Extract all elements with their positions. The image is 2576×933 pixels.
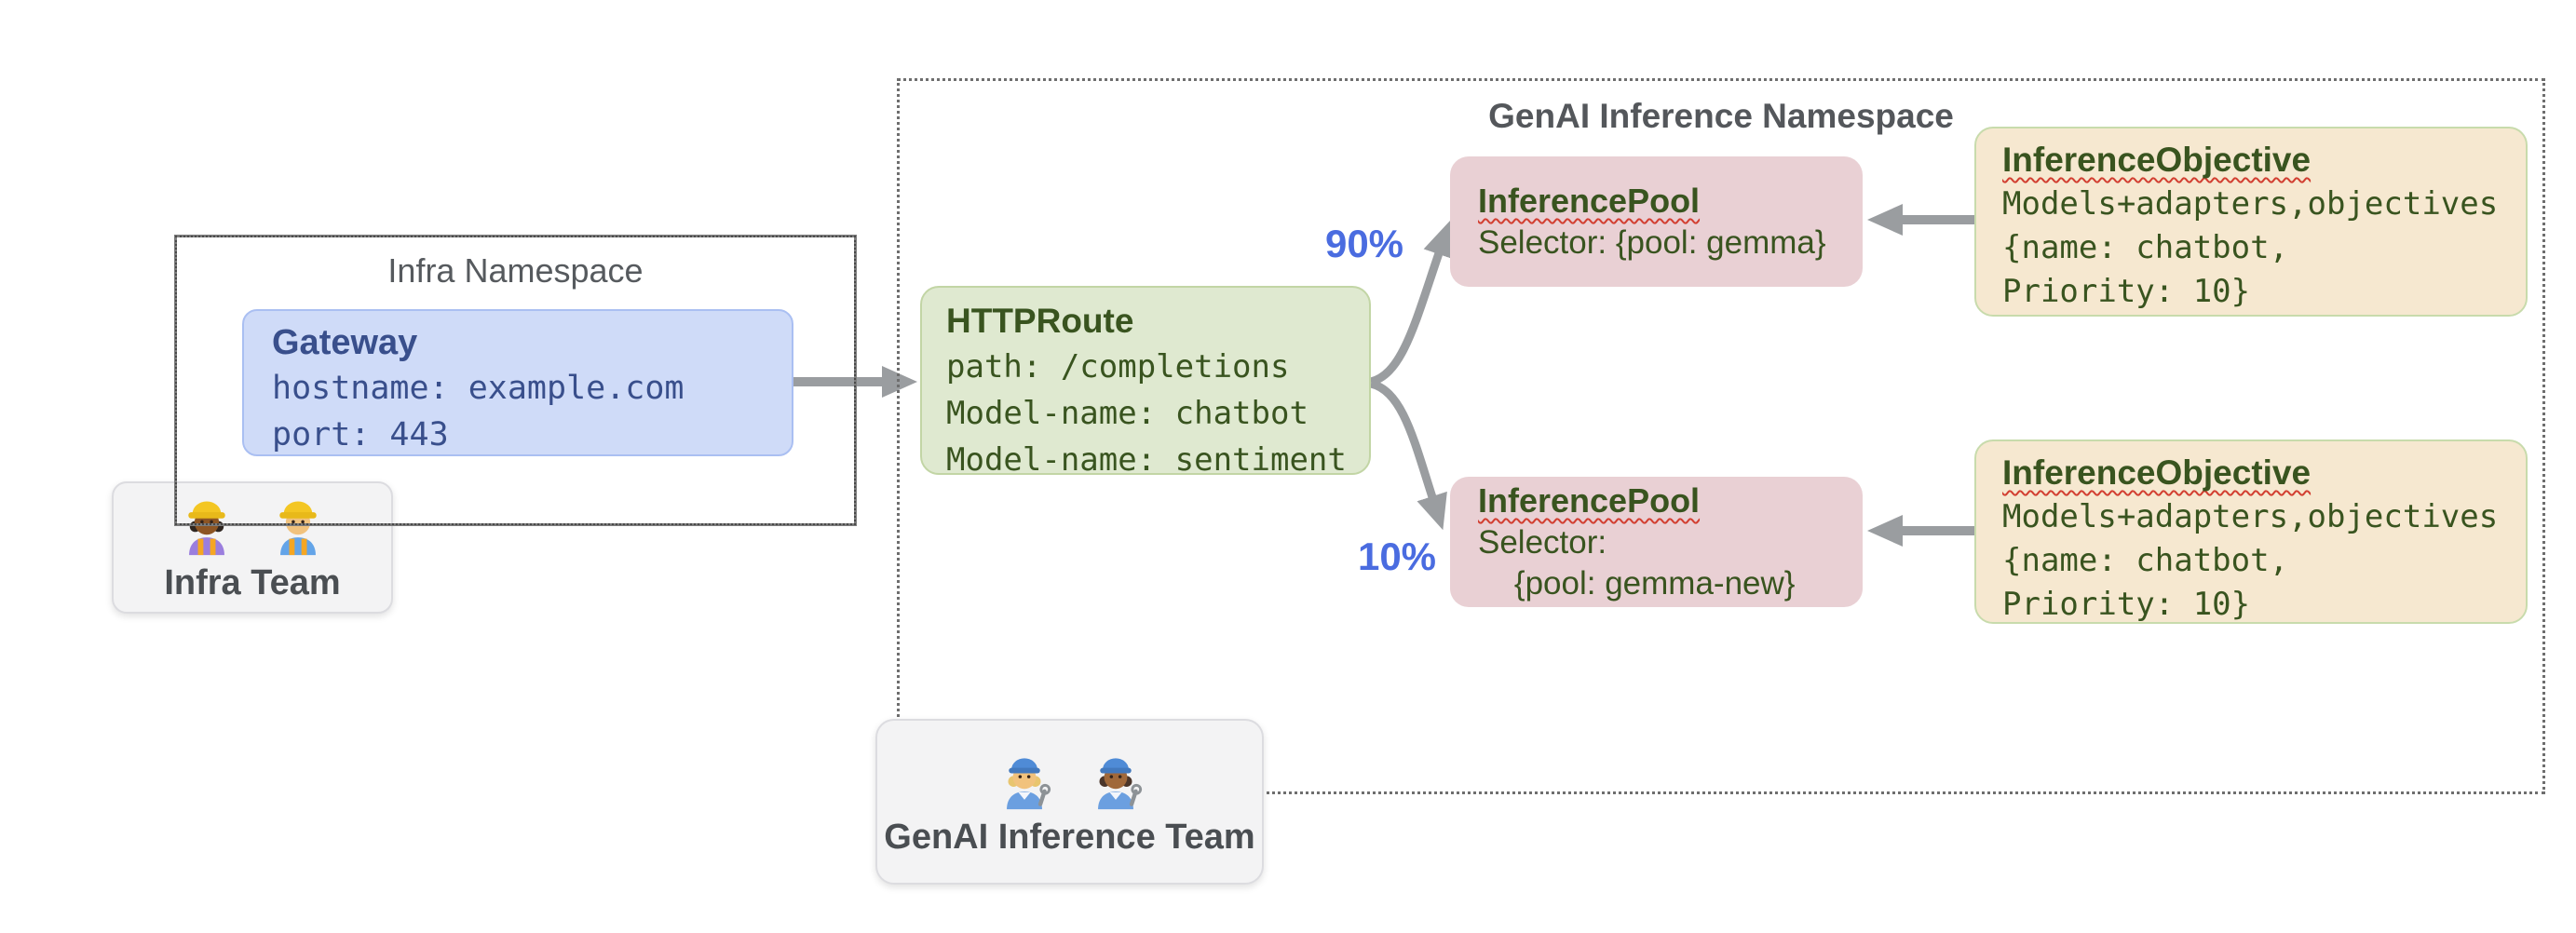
genai-team-icons — [992, 747, 1148, 812]
inference-pool-selector-lines: Selector: {pool: gemma-new} — [1478, 524, 1796, 602]
woman-mechanic-icon — [1006, 758, 1051, 810]
infra-team-icons — [174, 493, 331, 558]
wrench-icon — [1037, 783, 1051, 806]
man-construction-worker-icon — [279, 501, 317, 556]
arrow-httproute-to-pool-bottom — [1369, 379, 1447, 531]
genai-inference-team-card: GenAI Inference Team — [875, 719, 1264, 885]
inference-pool-title: InferencePool — [1478, 182, 1701, 220]
infra-team-label: Infra Team — [164, 563, 341, 602]
inference-objective-title: InferenceObjective — [2002, 141, 2312, 179]
inference-objective-lines: Models+adapters,objectives{name: chatbot… — [2002, 185, 2499, 310]
wrench-icon — [1129, 783, 1142, 806]
genai-inference-namespace-box: GenAI Inference Namespace — [897, 78, 2545, 794]
man-mechanic-icon — [1097, 758, 1142, 810]
infra-namespace-box: Infra Namespace — [174, 235, 857, 526]
inference-objective-lines: Models+adapters,objectives{name: chatbot… — [2002, 498, 2499, 623]
infra-team-card: Infra Team — [112, 481, 393, 614]
gateway-title: Gateway — [272, 323, 418, 362]
genai-inference-namespace-title: GenAI Inference Namespace — [1488, 97, 1954, 135]
infra-namespace-title: Infra Namespace — [387, 251, 644, 290]
inference-pool-gemma-new-box: InferencePool Selector: {pool: gemma-new… — [1450, 477, 1863, 607]
genai-team-label: GenAI Inference Team — [884, 818, 1255, 857]
traffic-weight-10: 10% — [1357, 534, 1437, 578]
inference-objective-title: InferenceObjective — [2002, 453, 2312, 492]
traffic-weight-90: 90% — [1324, 222, 1404, 265]
inference-objective-bottom-box: InferenceObjective Models+adapters,objec… — [1974, 439, 2528, 624]
inference-pool-gemma-box: InferencePool Selector: {pool: gemma} — [1450, 156, 1863, 287]
arrow-httproute-to-pool-top — [1369, 220, 1454, 386]
inference-objective-top-box: InferenceObjective Models+adapters,objec… — [1974, 127, 2528, 317]
inference-pool-title: InferencePool — [1478, 481, 1701, 520]
inference-pool-selector-lines: Selector: {pool: gemma} — [1478, 224, 1826, 261]
httproute-title: HTTPRoute — [946, 302, 1134, 340]
